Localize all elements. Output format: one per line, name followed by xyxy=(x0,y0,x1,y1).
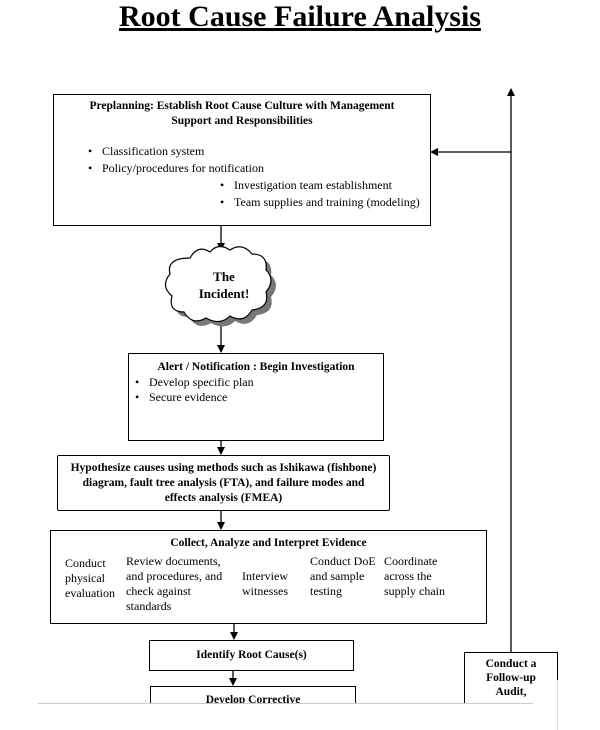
preplanning-list-right: Investigation team establishment Team su… xyxy=(220,177,420,211)
incident-line2: Incident! xyxy=(198,286,250,301)
list-item: Develop specific plan xyxy=(135,375,383,390)
collect-heading: Collect, Analyze and Interpret Evidence xyxy=(170,537,367,549)
divider xyxy=(38,703,533,704)
alert-list: Develop specific plan Secure evidence xyxy=(135,375,383,405)
hypothesize-text: Hypothesize causes using methods such as… xyxy=(70,462,377,504)
collect-column: Coordinate across the supply chain xyxy=(384,554,445,598)
collect-column: Conduct DoE and sample testing xyxy=(310,554,376,598)
page-bottom-edge xyxy=(0,704,600,730)
identify-text: Identify Root Cause(s) xyxy=(196,649,307,661)
hypothesize-box: Hypothesize causes using methods such as… xyxy=(57,455,390,511)
collect-column: Interview witnesses xyxy=(242,569,288,598)
preplanning-list-left: Classification system Policy/procedures … xyxy=(88,143,264,177)
list-item: Investigation team establishment xyxy=(220,177,420,194)
alert-box: Alert / Notification : Begin Investigati… xyxy=(128,353,384,441)
list-item: Team supplies and training (modeling) xyxy=(220,194,420,211)
alert-heading: Alert / Notification : Begin Investigati… xyxy=(157,361,355,373)
collect-column: Conduct physical evaluation xyxy=(65,556,115,600)
preplanning-heading: Preplanning: Establish Root Cause Cultur… xyxy=(89,100,395,127)
collect-column: Review documents, and procedures, and ch… xyxy=(126,554,223,613)
incident-label: The Incident! xyxy=(176,268,272,302)
identify-box: Identify Root Cause(s) xyxy=(149,640,354,671)
list-item: Policy/procedures for notification xyxy=(88,160,264,177)
collect-box: Collect, Analyze and Interpret Evidence … xyxy=(50,530,487,624)
page-title: Root Cause Failure Analysis xyxy=(119,0,481,33)
divider xyxy=(557,680,558,730)
followup-text: Conduct a Follow-up Audit, xyxy=(485,658,537,698)
incident-line1: The xyxy=(213,269,235,284)
preplanning-box: Preplanning: Establish Root Cause Cultur… xyxy=(53,94,431,226)
incident-cloud xyxy=(164,245,276,327)
list-item: Secure evidence xyxy=(135,390,383,405)
list-item: Classification system xyxy=(88,143,264,160)
